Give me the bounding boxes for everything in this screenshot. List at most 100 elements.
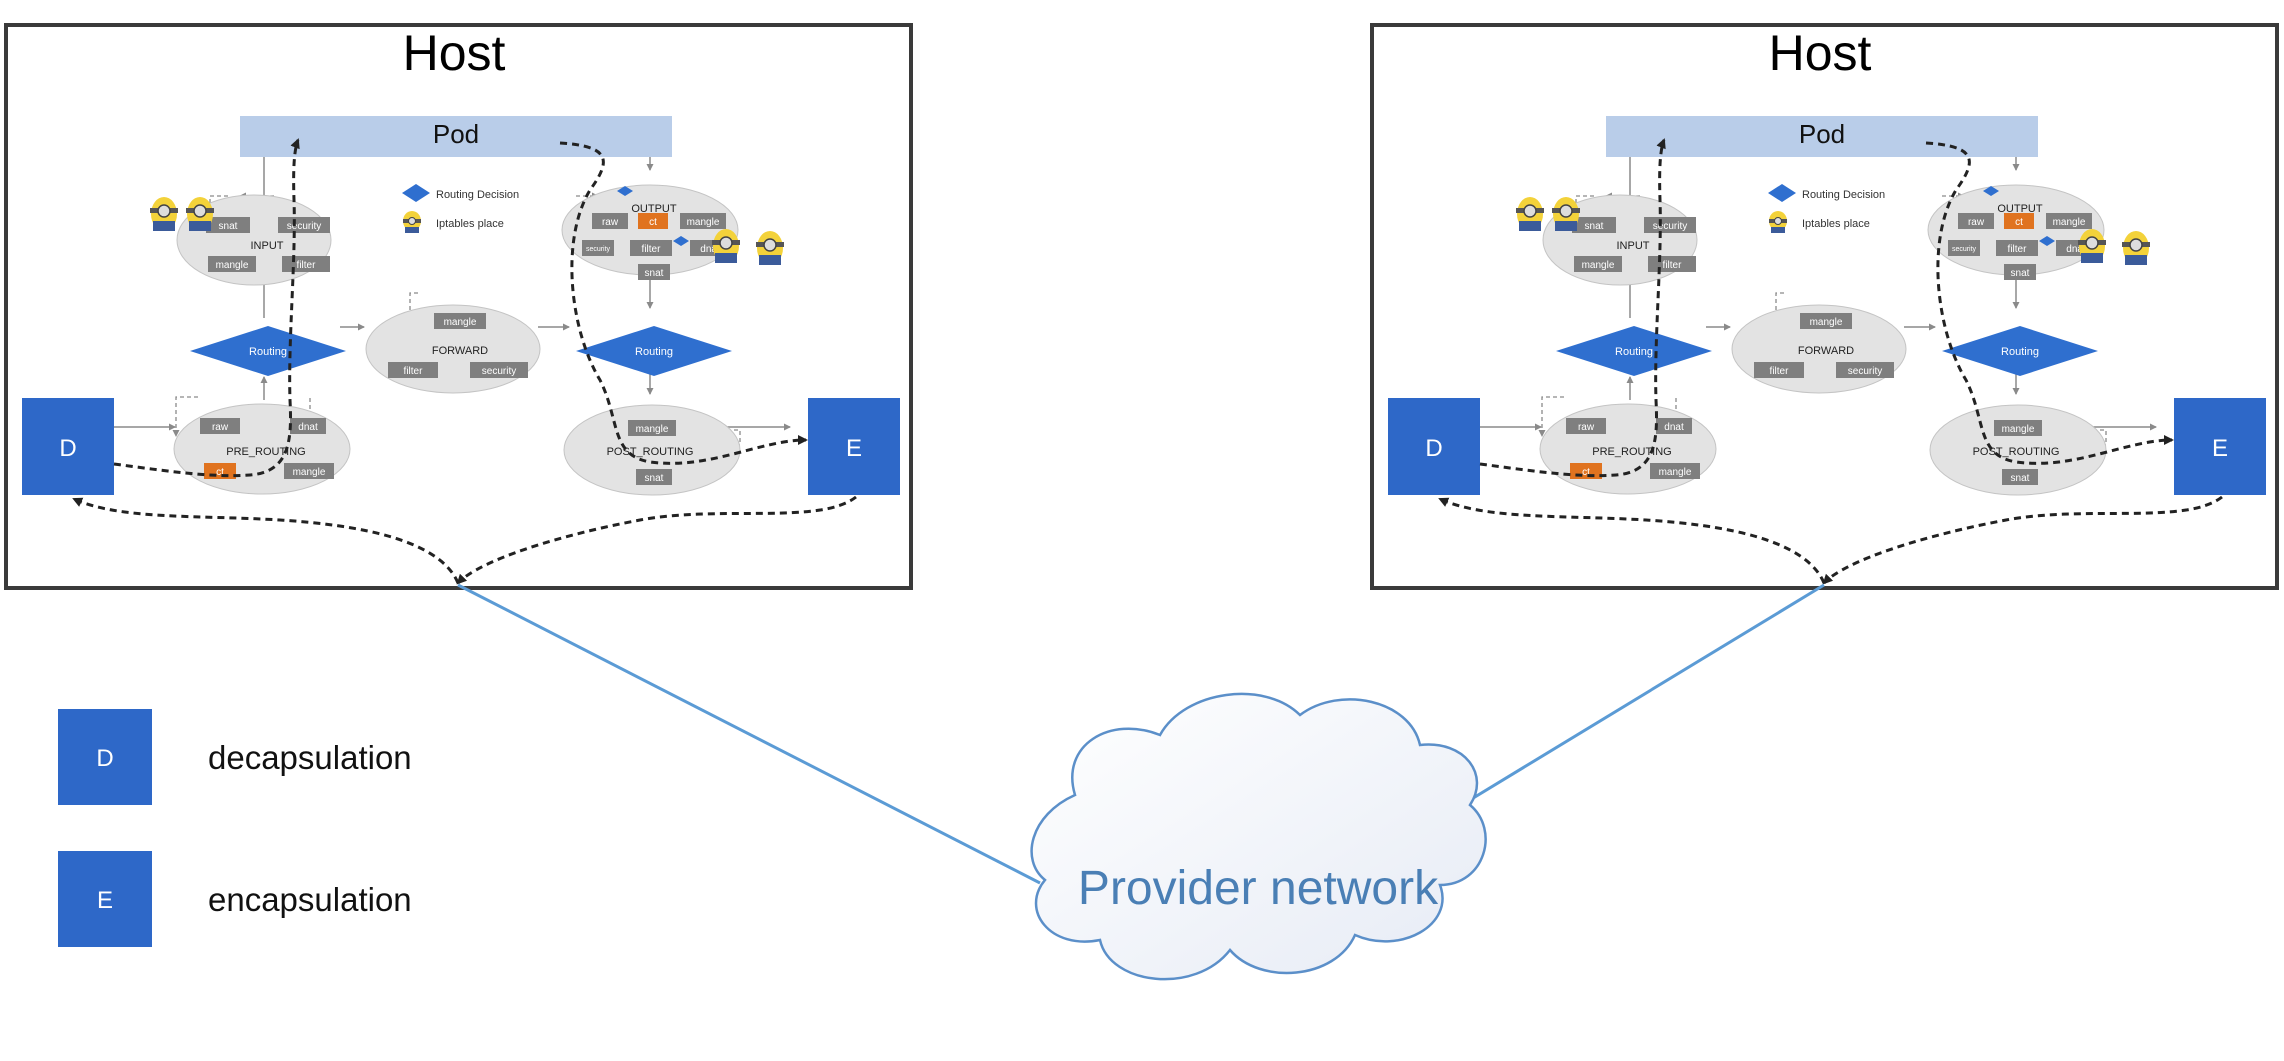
forward-mangle-label: mangle <box>444 317 477 328</box>
input-security-label: security <box>1653 221 1687 232</box>
minion-icon-input-2 <box>186 197 214 231</box>
legend: D decapsulation E encapsulation <box>58 709 412 947</box>
host-left: Routing Decision Iptables place Pod Host… <box>4 23 913 590</box>
input-security-box <box>278 217 330 233</box>
post-routing-chain-label: POST_ROUTING <box>607 446 694 458</box>
egress-packet-path <box>1925 141 2174 465</box>
ingress-packet-path <box>1479 138 1666 478</box>
egress-packet-path <box>559 141 808 465</box>
output-filter-box <box>1996 240 2038 256</box>
input-mangle-label: mangle <box>1582 260 1615 271</box>
pre-routing-dnat-label: dnat <box>1664 422 1684 433</box>
minion-icon-output-2 <box>2122 231 2150 265</box>
pre-routing-mangle-label: mangle <box>293 467 326 478</box>
provider-network-cloud: Provider network <box>1030 692 1487 981</box>
post-routing-chain-ellipse <box>1929 404 2107 496</box>
pre-routing-raw-box <box>1566 418 1606 434</box>
pre-routing-raw-label: raw <box>212 422 229 433</box>
output-ct-box <box>2004 213 2034 229</box>
routing-decision-right <box>576 326 732 376</box>
pod-label: Pod <box>433 119 479 149</box>
post-routing-chain-ellipse <box>563 404 741 496</box>
minion-icon-output-2 <box>756 231 784 265</box>
routing-right-label: Routing <box>635 346 673 358</box>
output-filter-label: filter <box>2008 244 2028 255</box>
post-routing-snat-label: snat <box>645 473 664 484</box>
link-right-host <box>1464 583 1825 805</box>
link-left-host <box>457 583 1041 885</box>
encapsulation-symbol: E <box>846 435 862 462</box>
legend-routing-decision: Routing Decision <box>436 189 519 201</box>
encap-to-wire-path <box>1822 495 2223 585</box>
input-filter-label: filter <box>297 260 317 271</box>
decapsulation-box <box>1388 398 1480 495</box>
forward-security-box <box>470 362 528 378</box>
output-snat-label: snat <box>645 268 664 279</box>
output-dnat-label: dnat <box>2066 244 2086 255</box>
pre-routing-chain-label: PRE_ROUTING <box>1592 446 1671 458</box>
host-right-frame <box>1370 23 2279 590</box>
legend-d-box <box>58 709 152 805</box>
routing-left-label: Routing <box>1615 346 1653 358</box>
legend-e-box <box>58 851 152 947</box>
minion-icon-input-2 <box>1552 197 1580 231</box>
pre-routing-mangle-box <box>1650 463 1700 479</box>
output-mangle-box <box>680 213 726 229</box>
legend-routing-decision: Routing Decision <box>1802 189 1885 201</box>
input-snat-box <box>1572 217 1616 233</box>
routing-left-label: Routing <box>249 346 287 358</box>
iptables-place-legend-icon <box>1769 211 1787 233</box>
input-filter-label: filter <box>1663 260 1683 271</box>
encapsulation-box <box>808 398 900 495</box>
pre-routing-mangle-label: mangle <box>1659 467 1692 478</box>
legend-iptables-place: Iptables place <box>436 218 504 230</box>
post-routing-mangle-box <box>1994 420 2042 436</box>
output-ct-box <box>638 213 668 229</box>
output-raw-box <box>592 213 628 229</box>
post-routing-mangle-label: mangle <box>636 424 669 435</box>
forward-filter-box <box>388 362 438 378</box>
output-ct-label: ct <box>2015 217 2023 228</box>
decapsulation-symbol: D <box>59 435 76 462</box>
wire-to-decap-path <box>1438 497 1826 584</box>
iptables-place-legend-icon <box>403 211 421 233</box>
legend-e-symbol: E <box>97 887 113 914</box>
pre-routing-mangle-box <box>284 463 334 479</box>
forward-mangle-box <box>434 313 486 329</box>
post-routing-snat-box <box>2002 469 2038 485</box>
routing-decision-right <box>1942 326 2098 376</box>
input-snat-label: snat <box>1585 221 1604 232</box>
legend-decapsulation-text: decapsulation <box>208 739 412 776</box>
pre-routing-dnat-label: dnat <box>298 422 318 433</box>
forward-chain-label: FORWARD <box>432 345 488 357</box>
post-routing-mangle-box <box>628 420 676 436</box>
post-routing-snat-box <box>636 469 672 485</box>
input-mangle-box <box>208 256 256 272</box>
forward-mangle-label: mangle <box>1810 317 1843 328</box>
forward-security-label: security <box>1848 366 1882 377</box>
input-security-label: security <box>287 221 321 232</box>
forward-filter-label: filter <box>1770 366 1790 377</box>
output-security-label: security <box>586 246 611 253</box>
input-snat-label: snat <box>219 221 238 232</box>
routing-decision-legend-icon <box>1768 184 1796 202</box>
output-routing-decision-icon <box>617 186 633 196</box>
output-chain-ellipse <box>1927 184 2105 276</box>
encap-to-wire-path <box>456 495 857 585</box>
output-mangle-box <box>2046 213 2092 229</box>
output-security-box <box>582 240 614 256</box>
pod-label: Pod <box>1799 119 1845 149</box>
output-chain-label: OUTPUT <box>631 203 677 215</box>
output-dnat-routing-icon <box>673 236 689 246</box>
legend-iptables-place: Iptables place <box>1802 218 1870 230</box>
pre-routing-raw-label: raw <box>1578 422 1595 433</box>
forward-chain-label: FORWARD <box>1798 345 1854 357</box>
forward-filter-label: filter <box>404 366 424 377</box>
input-snat-box <box>206 217 250 233</box>
output-ct-label: ct <box>649 217 657 228</box>
pod-box <box>240 116 672 157</box>
output-snat-box <box>638 264 670 280</box>
legend-d-symbol: D <box>96 745 113 772</box>
output-snat-box <box>2004 264 2036 280</box>
host-right: Routing Decision Iptables place Pod Host… <box>1370 23 2279 590</box>
